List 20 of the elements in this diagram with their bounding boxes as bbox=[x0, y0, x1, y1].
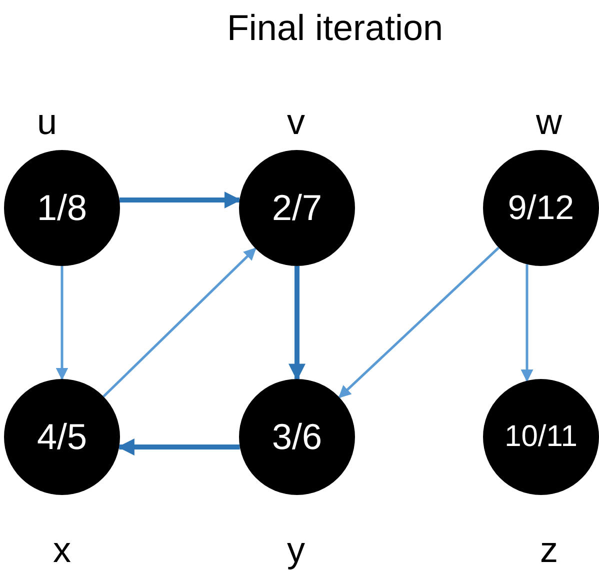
arrow bbox=[520, 264, 534, 382]
vertex-name: y bbox=[286, 530, 306, 570]
vertex-name: z bbox=[539, 530, 559, 570]
node-label: 3/6 bbox=[272, 416, 322, 458]
vertex-name: u bbox=[36, 102, 58, 142]
arrow bbox=[102, 248, 256, 398]
node-label: 4/5 bbox=[36, 416, 88, 458]
vertex-name: v bbox=[286, 102, 306, 142]
arrow bbox=[119, 192, 242, 208]
node-label: 10/11 bbox=[504, 420, 578, 454]
vertex-name: x bbox=[52, 530, 72, 570]
arrow bbox=[288, 266, 306, 381]
node-label: 1/8 bbox=[36, 187, 88, 229]
vertex-name: w bbox=[535, 102, 563, 142]
arrow bbox=[338, 246, 500, 398]
title: Final iteration bbox=[226, 6, 444, 50]
arrow bbox=[56, 266, 68, 380]
node-label: 2/7 bbox=[272, 187, 322, 229]
node-label: 9/12 bbox=[508, 188, 574, 228]
arrow bbox=[117, 438, 240, 456]
